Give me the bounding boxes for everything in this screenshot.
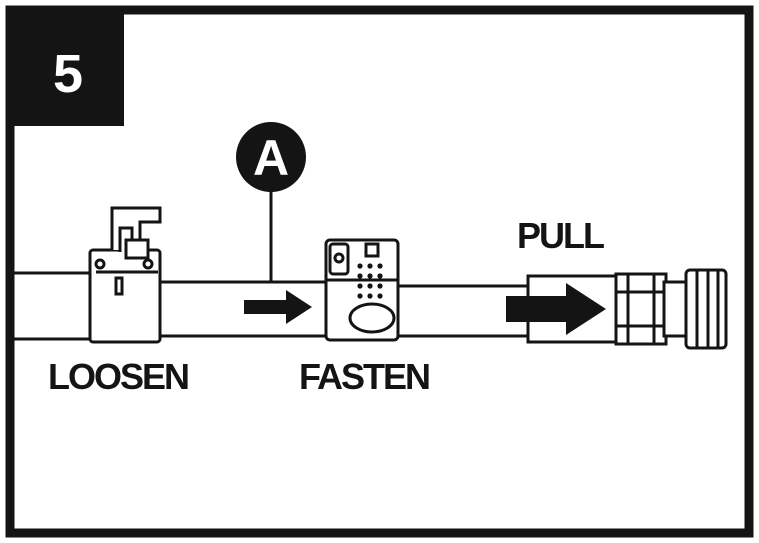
step-number: 5: [53, 44, 83, 104]
pull-label: PULL: [517, 215, 604, 256]
step-number-badge: 5: [14, 14, 124, 126]
arrow-right-icon: [244, 290, 312, 324]
callout-letter: A: [253, 130, 289, 186]
fasten-clamp-dots: [357, 263, 383, 299]
fasten-label: FASTEN: [299, 356, 429, 397]
callout-a: A: [236, 122, 306, 282]
arrow-right-icon: [506, 283, 606, 335]
loosen-label: LOOSEN: [48, 356, 188, 397]
tube: [14, 271, 528, 341]
fasten-clamp-icon: [324, 238, 400, 342]
loosen-clamp-icon: [88, 206, 162, 344]
